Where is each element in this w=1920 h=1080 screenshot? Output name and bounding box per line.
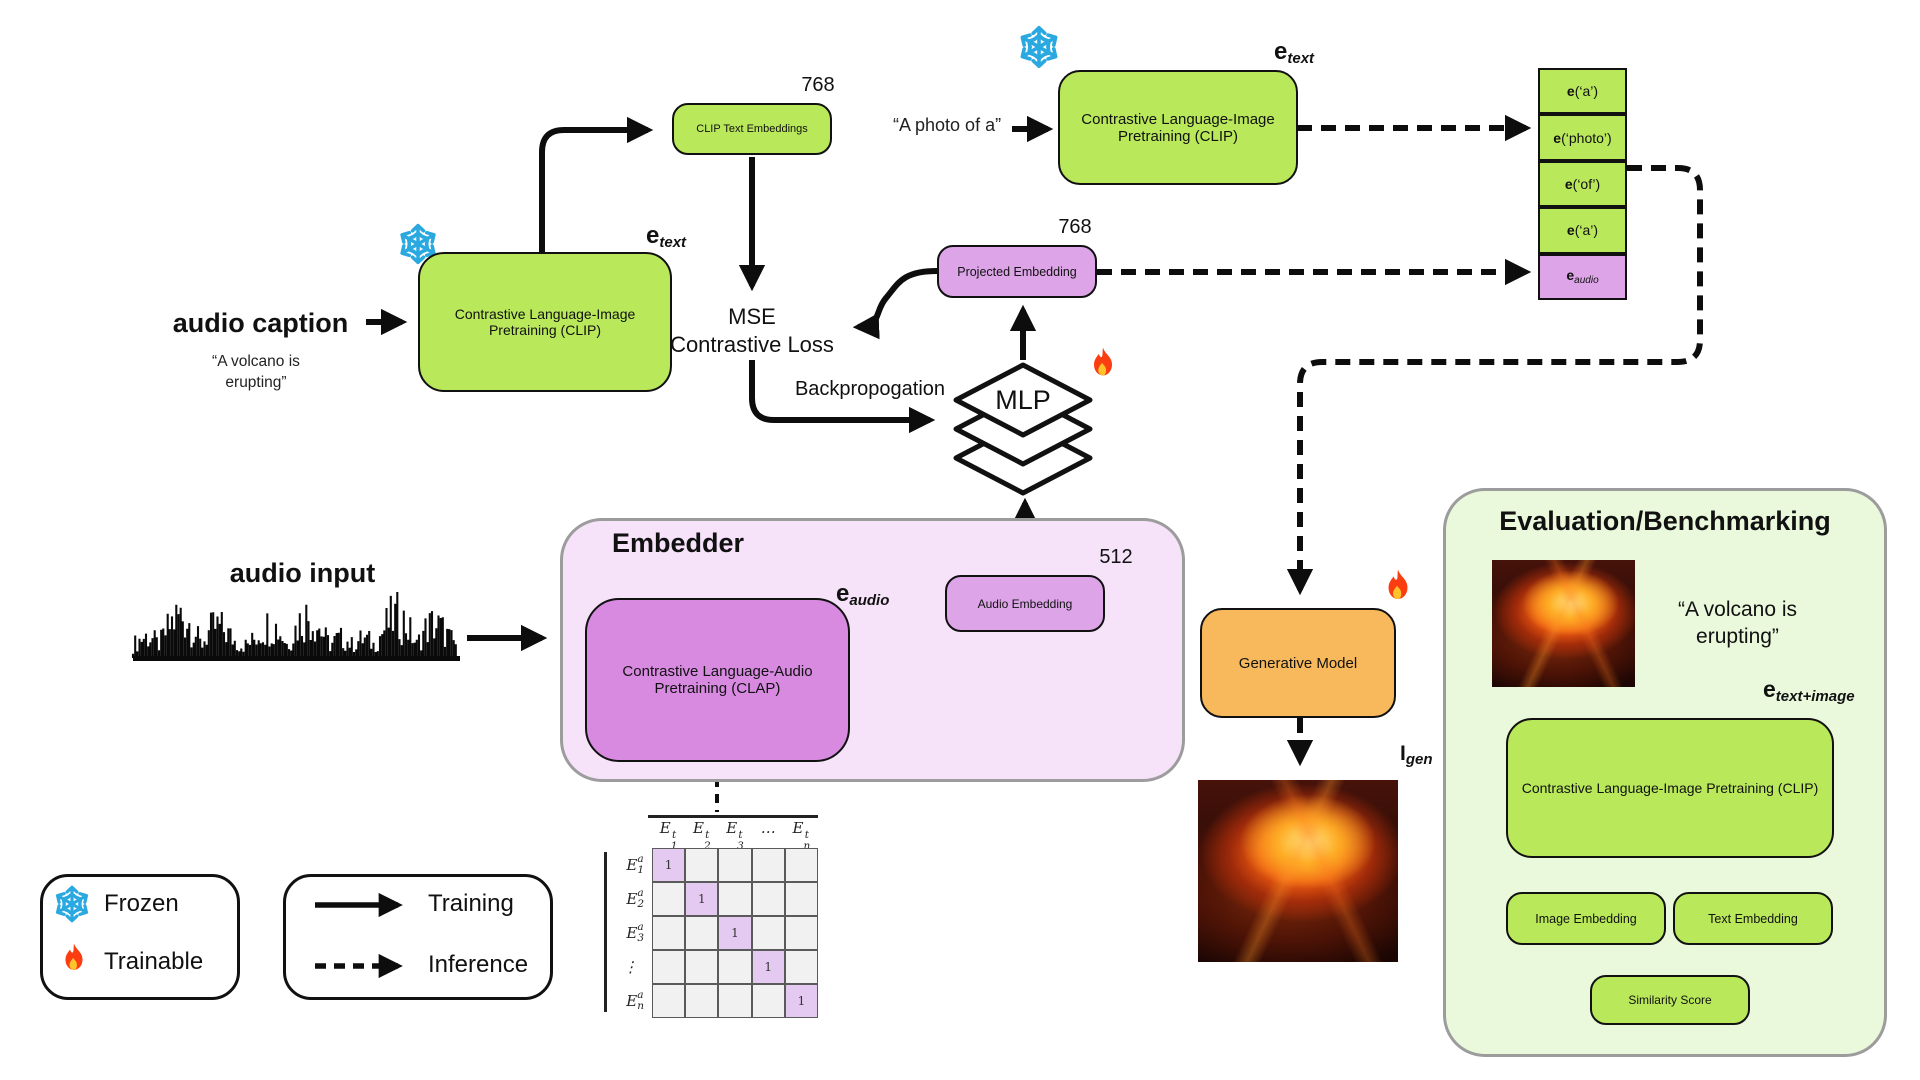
matrix-left-bar: [604, 852, 607, 1012]
matrix-cell: [751, 984, 785, 1018]
arrow-loss-to-mlp: [749, 360, 936, 434]
e-text-label: etext: [1274, 38, 1315, 67]
stack-cell-audio: eaudio: [1538, 253, 1627, 300]
matrix-cell: [652, 916, 686, 950]
projected-dimension: 768: [1058, 216, 1092, 238]
arrow-projected-to-loss-backprop: [852, 268, 938, 340]
matrix-diagonal-cell: 1: [685, 882, 719, 916]
image-embedding-box: Image Embedding: [1506, 892, 1666, 945]
matrix-cell: [784, 882, 818, 916]
token-embedding-stack: e(‘a’) e(‘photo’) e(‘of’) e(‘a’) eaudio: [1538, 68, 1627, 300]
clip-box-training: Contrastive Language-Image Pretraining (…: [418, 252, 672, 392]
clap-box: Contrastive Language-Audio Pretraining (…: [585, 598, 850, 762]
mlp-layer-stack: [953, 362, 1093, 496]
clip-box-inference: Contrastive Language-Image Pretraining (…: [1058, 70, 1298, 185]
evaluation-quote: “A volcano is erupting”: [1677, 598, 1798, 649]
generated-volcano-image: [1198, 780, 1398, 962]
embedder-title: Embedder: [612, 528, 745, 558]
legend-inference-label: Inference: [428, 951, 529, 978]
stack-cell: e(‘a’): [1538, 207, 1627, 254]
e-text-image-label: etext+image: [1763, 676, 1855, 705]
loss-label: MSE Contrastive Loss: [670, 304, 834, 357]
generative-model-box: Generative Model: [1200, 608, 1396, 718]
cte-dimension: 768: [801, 74, 835, 96]
matrix-cell: [652, 882, 686, 916]
trainable-flame-icon: [1094, 347, 1112, 376]
e-audio-label: eaudio: [836, 580, 890, 609]
evaluation-title: Evaluation/Benchmarking: [1499, 506, 1831, 536]
matrix-cell: [751, 848, 785, 882]
similarity-score-box: Similarity Score: [1590, 975, 1750, 1025]
stack-cell: e(‘a’): [1538, 68, 1627, 115]
trainable-flame-icon: [1388, 569, 1408, 599]
matrix-cell: [718, 882, 752, 916]
stack-cell: e(‘photo’): [1538, 114, 1627, 161]
matrix-cell: [751, 916, 785, 950]
audio-embedding-dimension: 512: [1099, 546, 1133, 568]
legend-trainable-label: Trainable: [104, 948, 204, 975]
legend-frozen-label: Frozen: [104, 890, 179, 917]
dashed-arrow-stack-to-generative-model: [1286, 165, 1703, 596]
matrix-cell: [784, 916, 818, 950]
arrow-clip-to-text-embeddings: [539, 116, 654, 252]
matrix-diagonal-cell: 1: [652, 848, 686, 882]
clip-text-embeddings-box: CLIP Text Embeddings: [672, 103, 832, 155]
photo-prompt: “A photo of a”: [893, 115, 1002, 135]
matrix-cell: [652, 950, 686, 984]
i-gen-label: Igen: [1400, 742, 1433, 768]
matrix-diagonal-cell: 1: [718, 916, 752, 950]
frozen-snowflake-icon: [1020, 28, 1059, 66]
matrix-cell: [685, 950, 719, 984]
audio-caption-label: audio caption: [172, 308, 349, 338]
mlp-label: MLP: [995, 385, 1051, 415]
backpropagation-label: Backpropogation: [794, 378, 946, 400]
matrix-cell: [751, 882, 785, 916]
similarity-matrix: 1 1 1 1 1: [652, 848, 818, 1018]
matrix-diagonal-cell: 1: [751, 950, 785, 984]
text-embedding-box: Text Embedding: [1673, 892, 1833, 945]
matrix-cell: [685, 916, 719, 950]
audio-waveform: [131, 592, 460, 661]
audio-input-label: audio input: [229, 558, 376, 588]
audio-caption-quote: “A volcano is erupting”: [212, 353, 300, 391]
legend-training-label: Training: [428, 890, 514, 917]
matrix-cell: [718, 984, 752, 1018]
matrix-cell: [652, 984, 686, 1018]
projected-embedding-box: Projected Embedding: [937, 245, 1097, 298]
matrix-diagonal-cell: 1: [784, 984, 818, 1018]
matrix-cell: [718, 848, 752, 882]
matrix-cell: [685, 848, 719, 882]
legend-frozen-trainable-box: [40, 874, 240, 1000]
legend-arrows-box: [283, 874, 553, 1000]
matrix-cell: [685, 984, 719, 1018]
matrix-cell: [784, 848, 818, 882]
stack-cell: e(‘of’): [1538, 160, 1627, 208]
reference-volcano-image: [1492, 560, 1635, 687]
matrix-overline: [648, 815, 818, 818]
audio-embedding-box: Audio Embedding: [945, 575, 1105, 632]
matrix-cell: [784, 950, 818, 984]
matrix-cell: [718, 950, 752, 984]
clip-box-evaluation: Contrastive Language-Image Pretraining (…: [1506, 718, 1834, 858]
e-text-label: etext: [646, 222, 687, 251]
